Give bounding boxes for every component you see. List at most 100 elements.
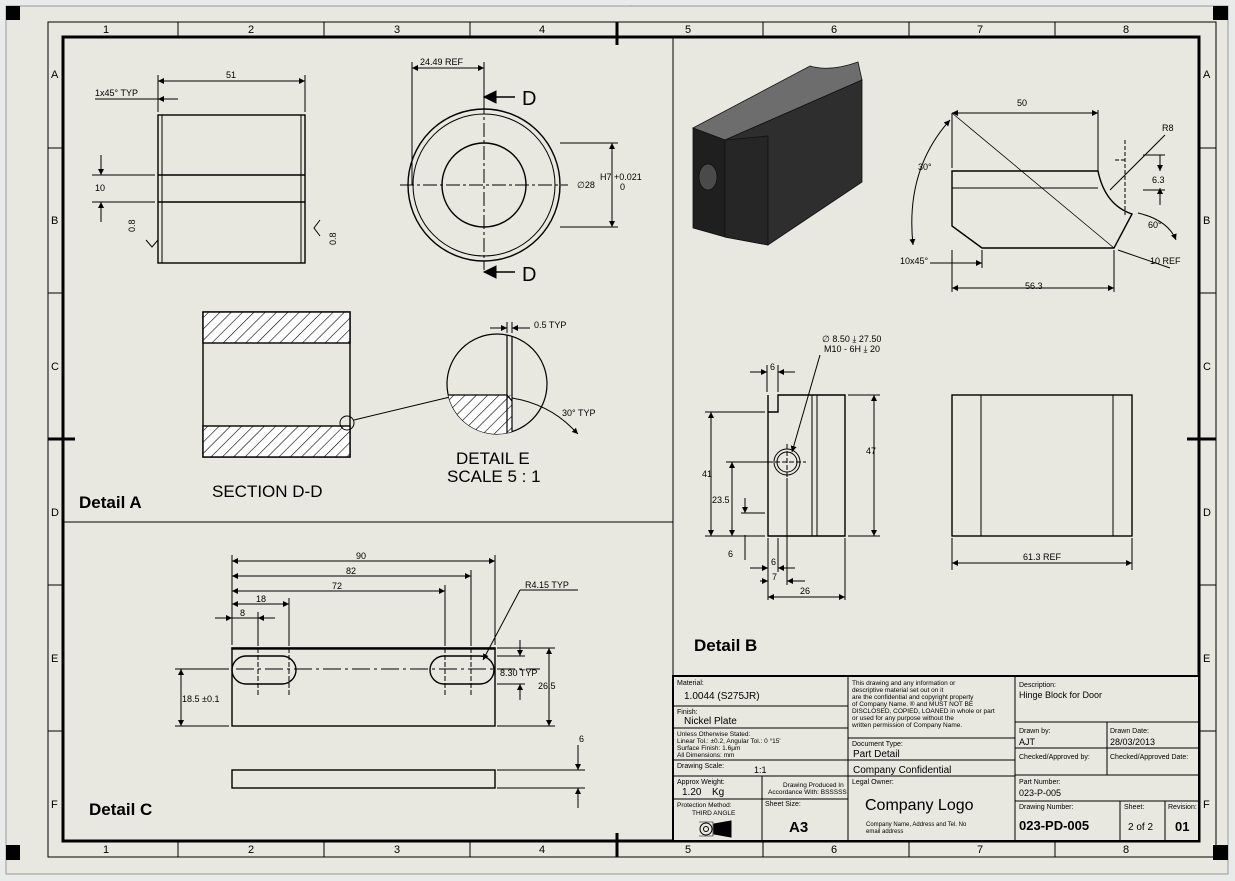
dim-text: 41 [702,469,712,479]
detail-b [705,110,1177,600]
dim-text: 26.5 [538,681,556,691]
projection-label: Protection Method: [677,802,732,809]
notice-line: of Company Name. ® and MUST NOT BE [852,700,974,708]
dim-text: 10 REF [1150,256,1181,266]
dim-text: ∅28 [577,180,595,190]
tolerance-line: All Dimensions: mm [677,752,734,759]
zone-row-label: B [1203,215,1210,227]
zone-row-label: F [51,799,58,811]
dim-text: 26 [800,586,810,596]
detail-e-scale: SCALE 5 : 1 [447,467,541,486]
notice-line: written permission of Company Name. [851,722,962,729]
zone-col-label: 8 [1123,24,1129,36]
zone-col-label: 4 [539,844,545,856]
legal-owner-label: Legal Owner: [852,779,894,786]
drawn-by-label: Drawn by: [1019,728,1051,735]
dim-text: 47 [866,446,876,456]
zone-col-label: 8 [1123,844,1129,856]
zone-col-label: 7 [977,844,983,856]
zone-col-label: 2 [248,24,254,36]
weight-unit: Kg [712,787,724,798]
dim-text: 6 [770,362,775,372]
projection-value: THIRD ANGLE [692,810,736,817]
detail-e-label: DETAIL E [456,449,530,468]
zone-col-label: 7 [977,24,983,36]
notice-line: This drawing and any information or [852,680,956,687]
dim-text: 56.3 [1025,281,1043,291]
dim-text: 0 [620,182,625,192]
weight-label: Approx Weight: [677,779,725,786]
zone-row-label: D [51,507,59,519]
revision-label: Revision: [1168,804,1197,811]
dim-text: 50 [1017,98,1027,108]
part-number-label: Part Number: [1019,779,1061,786]
checked-by-label: Checked/Approved by: [1019,754,1090,761]
zone-col-label: 4 [539,24,545,36]
zone-row-label: A [51,69,59,81]
description-label: Description: [1019,682,1056,689]
dim-text: 10x45° [900,256,929,266]
dim-text: 30° [918,162,932,172]
tolerance-line: Linear Tol.: ±0.2, Angular Tol.: 0 °15' [677,737,781,745]
dim-text: 0.8 [127,219,137,232]
notice-line: or used for any purpose without the [852,715,954,722]
tolerance-line: Unless Otherwise Stated: [677,731,751,738]
profile-view [951,170,1134,249]
detail-c-label: Detail C [89,800,152,819]
notice-line: are the confidential and copyright prope… [852,694,974,701]
description-value: Hinge Block for Door [1019,690,1102,700]
zone-col-label: 2 [248,844,254,856]
tolerance-line: Surface Finish: 1.6μm [677,745,740,752]
checked-date-label: Checked/Approved Date: [1110,754,1188,761]
dim-text: 30° TYP [562,408,595,418]
zone-col-label: 6 [831,24,837,36]
scale-label: Drawing Scale: [677,763,724,770]
dim-text: M10 - 6H ⤓ 20 [824,344,880,354]
zone-col-label: 5 [685,844,691,856]
dim-text: 23.5 [712,495,730,505]
dim-text: 72 [332,581,342,591]
revision-value: 01 [1175,819,1189,834]
dim-text: 90 [356,551,366,561]
dim-text: 24.49 REF [420,57,464,67]
company-info: email address [866,829,903,835]
dim-text: 0.5 TYP [534,320,566,330]
detail-c [175,555,585,808]
zone-row-label: C [51,361,59,373]
drawn-date-label: Drawn Date: [1110,728,1149,735]
company-logo: Company Logo [865,797,974,814]
detail-a-label: Detail A [79,493,142,512]
dim-text: 1x45° TYP [95,88,138,98]
material-value: 1.0044 (S275JR) [684,691,760,702]
dim-text: 61.3 REF [1023,552,1062,562]
zone-row-label: A [1203,69,1211,81]
drawn-date-value: 28/03/2013 [1110,737,1155,747]
zone-ticks [48,22,1216,857]
dim-text: 7 [772,572,777,582]
section-d-d-label: SECTION D-D [212,482,323,501]
corner-mark [6,845,20,860]
drawing-number-value: 023-PD-005 [1019,818,1089,833]
sheet-size-value: A3 [789,819,808,836]
zone-col-label: 5 [685,24,691,36]
doc-type-value: Part Detail [853,749,900,760]
confidential-label: Company Confidential [853,765,951,776]
sheet-label: Sheet: [1124,804,1144,811]
company-info: Company Name, Address and Tel. No [866,822,967,828]
zone-col-label: 1 [103,844,109,856]
dim-text: 6.3 [1152,175,1165,185]
dim-text: 6 [771,557,776,567]
detail-a [92,62,618,458]
dim-text: 8.30 TYP [500,668,537,678]
zone-row-label: C [1203,361,1211,373]
dim-text: 82 [346,566,356,576]
dim-text: R8 [1162,123,1174,133]
notice-line: descriptive material set out on it [852,687,944,694]
zone-row-label: B [51,215,58,227]
dim-text: 6 [579,734,584,744]
zone-row-label: D [1203,507,1211,519]
finish-label: Finish: [677,709,698,716]
sheet-size-label: Sheet Size: [765,801,801,808]
corner-mark [1213,845,1228,860]
